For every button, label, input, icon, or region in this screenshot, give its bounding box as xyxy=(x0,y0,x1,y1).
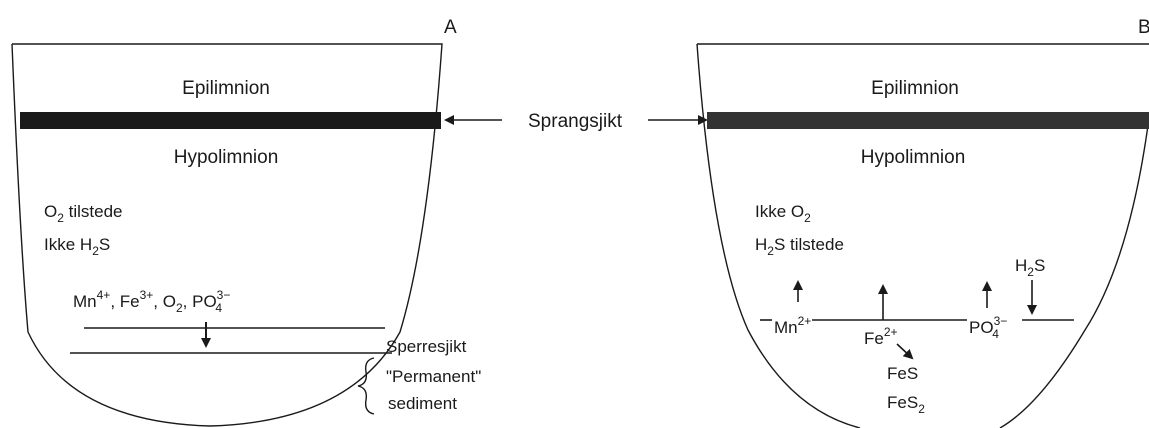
mn2-label: Mn2+ xyxy=(774,314,811,337)
o2-present-label: O2 tilstede xyxy=(44,202,123,225)
barrier-label: Sperresjikt xyxy=(386,337,467,356)
panel-b: B Epilimnion Hypolimnion Ikke O2 H2S til… xyxy=(696,17,1149,428)
thermocline-label: Sprangsjikt xyxy=(528,111,623,132)
hypolimnion-label-b: Hypolimnion xyxy=(861,147,966,168)
epilimnion-label-a: Epilimnion xyxy=(182,78,270,99)
hypolimnion-label-a: Hypolimnion xyxy=(174,147,279,168)
thermocline-band-b xyxy=(707,112,1149,129)
panel-a-tag: A xyxy=(444,17,457,38)
no-o2-label: Ikke O2 xyxy=(755,202,811,225)
thermocline-callout: Sprangsjikt xyxy=(444,111,708,132)
panel-b-tag: B xyxy=(1138,17,1149,38)
basin-b-outline xyxy=(696,43,1149,428)
basin-a-outline xyxy=(11,43,443,427)
permanent-label: "Permanent" xyxy=(386,367,481,386)
h2s-input-label: H2S xyxy=(1015,256,1045,279)
ions-oxidized-label: Mn4+, Fe3+, O2, PO3−4 xyxy=(73,288,230,315)
fes-label: FeS xyxy=(887,364,918,383)
fe2-label: Fe2+ xyxy=(864,325,898,348)
fes2-label: FeS2 xyxy=(887,393,925,416)
thermocline-band-a xyxy=(20,112,441,129)
sediment-label: sediment xyxy=(388,394,457,413)
fe-precipitation-arrow xyxy=(896,343,914,360)
sediment-brace xyxy=(357,357,375,415)
epilimnion-label-b: Epilimnion xyxy=(871,78,959,99)
no-h2s-label: Ikke H2S xyxy=(44,235,110,258)
panel-a: A Epilimnion Hypolimnion O2 tilstede Ikk… xyxy=(11,17,481,427)
h2s-present-label: H2S tilstede xyxy=(755,235,844,258)
po4-label: PO3−4 xyxy=(969,314,1007,341)
